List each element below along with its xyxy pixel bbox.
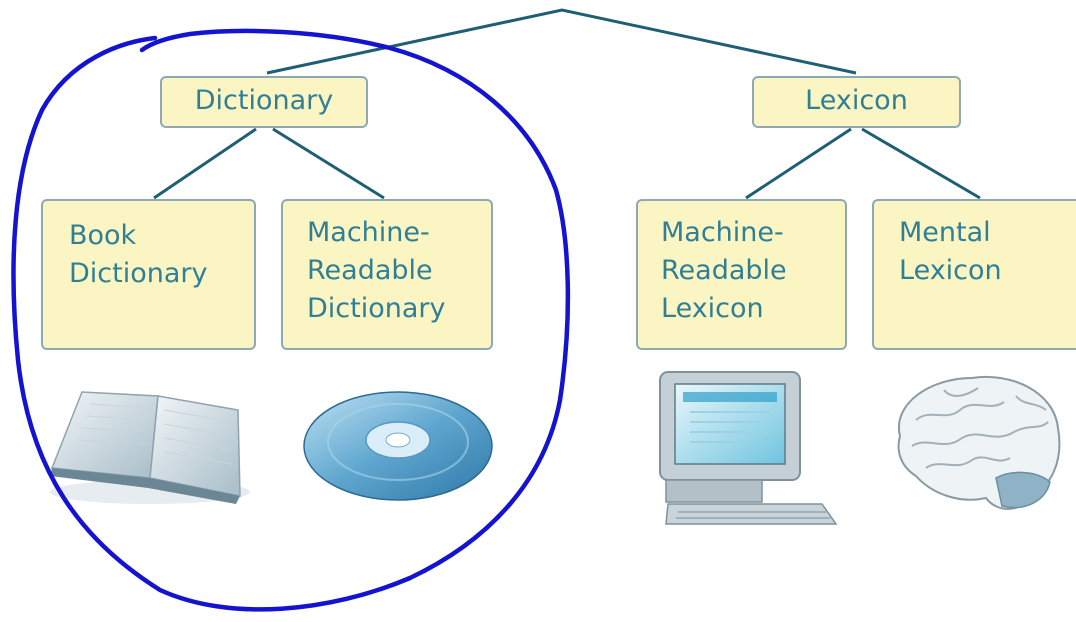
machine-readable-dictionary-label: Machine- Readable Dictionary <box>307 217 446 324</box>
root-connector <box>266 8 857 75</box>
lexicon-to-mrl-connector <box>745 127 852 200</box>
mental-lexicon-node: Mental Lexicon <box>872 199 1076 350</box>
dictionary-to-book-connector <box>153 127 257 200</box>
machine-readable-dictionary-node: Machine- Readable Dictionary <box>281 199 493 350</box>
computer-icon <box>659 371 838 525</box>
lexicon-to-mental-connector <box>861 127 981 200</box>
mental-lexicon-label: Mental Lexicon <box>899 217 1002 286</box>
lexicon-label: Lexicon <box>805 85 908 116</box>
machine-readable-lexicon-node: Machine- Readable Lexicon <box>636 199 847 350</box>
book-icon <box>50 391 250 504</box>
book-dictionary-node: Book Dictionary <box>41 199 256 350</box>
machine-readable-lexicon-label: Machine- Readable Lexicon <box>661 217 787 324</box>
book-dictionary-label: Book Dictionary <box>69 220 208 289</box>
lexicon-node: Lexicon <box>752 76 961 128</box>
dictionary-node: Dictionary <box>160 76 368 128</box>
brain-icon <box>897 376 1061 510</box>
connector-lines <box>153 8 981 200</box>
cd-disc-icon <box>303 391 493 501</box>
annotation-circle <box>11 28 571 612</box>
dictionary-to-mrd-connector <box>272 127 385 200</box>
dictionary-label: Dictionary <box>194 85 334 116</box>
